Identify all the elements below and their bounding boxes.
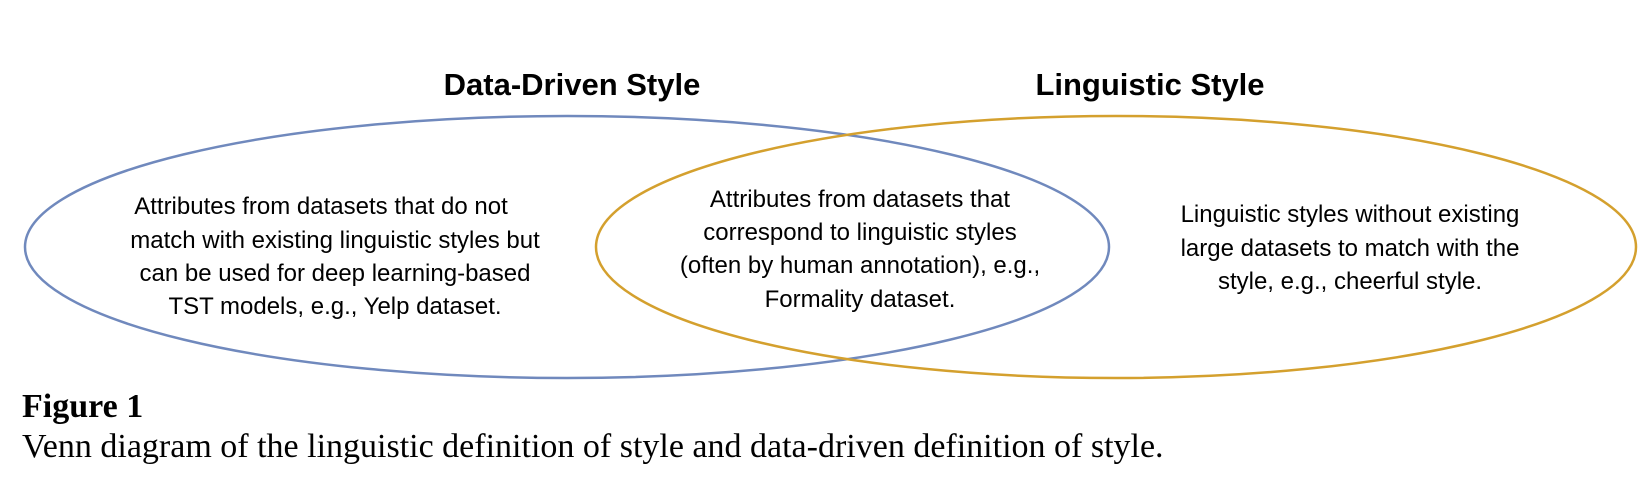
region-text-line: Formality dataset. xyxy=(765,286,956,313)
region-text-line: large datasets to match with the xyxy=(1181,235,1520,262)
data-driven-style-ellipse xyxy=(23,114,1111,380)
region-text-line: TST models, e.g., Yelp dataset. xyxy=(168,293,501,320)
region-text-line: Linguistic styles without existing xyxy=(1181,201,1520,228)
data-driven-only-region-text: Attributes from datasets that do not mat… xyxy=(130,193,540,320)
region-text-line: correspond to linguistic styles xyxy=(703,219,1016,246)
figure-caption: Venn diagram of the linguistic definitio… xyxy=(22,428,1164,465)
figure-label: Figure 1 xyxy=(22,388,144,425)
region-text-line: (often by human annotation), e.g., xyxy=(680,252,1040,279)
region-text-line: Attributes from datasets that xyxy=(710,186,1010,213)
region-text-line: match with existing linguistic styles bu… xyxy=(130,227,540,254)
linguistic-style-ellipse xyxy=(594,114,1638,380)
region-text-line: style, e.g., cheerful style. xyxy=(1218,268,1482,295)
intersection-region-text: Attributes from datasets that correspond… xyxy=(680,186,1040,313)
linguistic-style-title: Linguistic Style xyxy=(1035,67,1264,102)
linguistic-only-region-text: Linguistic styles without existing large… xyxy=(1181,201,1520,295)
region-text-line: Attributes from datasets that do not xyxy=(134,193,508,220)
data-driven-style-title: Data-Driven Style xyxy=(444,67,701,102)
region-text-line: can be used for deep learning-based xyxy=(140,260,531,287)
